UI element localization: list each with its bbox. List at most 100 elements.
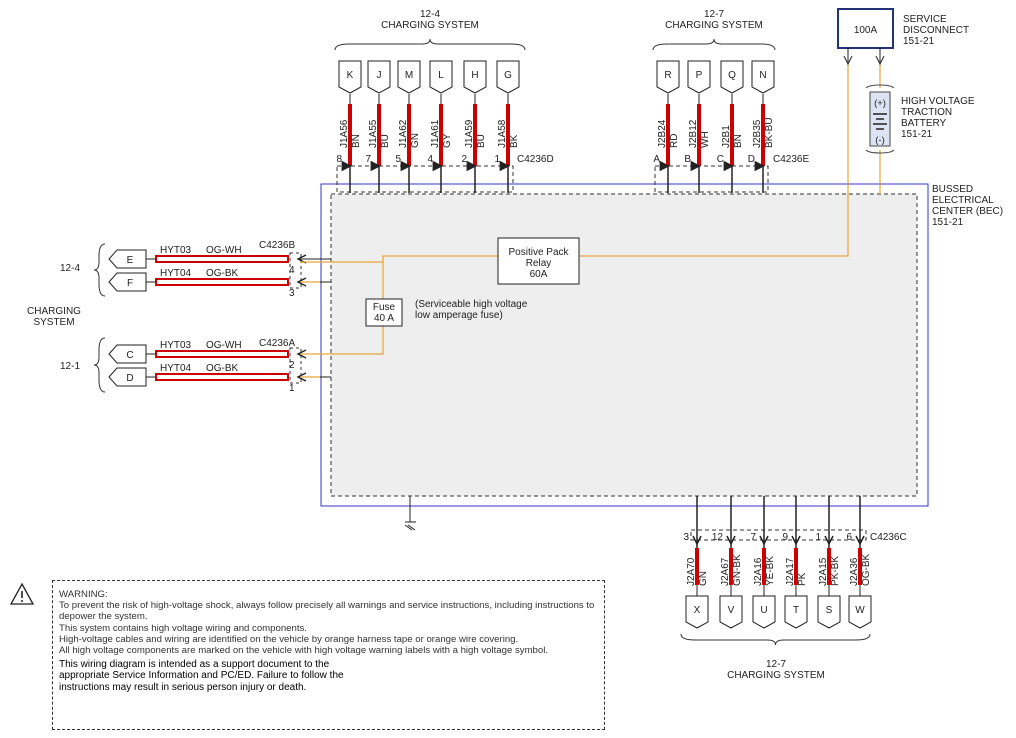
group-title: CHARGING SYSTEM xyxy=(665,20,763,31)
pin-number: 7 xyxy=(365,154,371,165)
group-brace xyxy=(680,633,871,646)
color-label: BN xyxy=(733,134,744,148)
color-label: GY xyxy=(442,133,453,148)
pin-number: 7 xyxy=(750,532,756,543)
pin-number: 12 xyxy=(712,532,724,543)
warning-line-1: To prevent the risk of high-voltage shoc… xyxy=(59,600,595,623)
color-label: PK xyxy=(797,572,808,586)
color-label: BU xyxy=(476,134,487,148)
terminal-H-letter: H xyxy=(471,70,478,81)
warning-note: This wiring diagram is intended as a sup… xyxy=(59,659,344,693)
warning-line-4: All high voltage components are marked o… xyxy=(59,645,549,657)
circuit-label: J1A58 xyxy=(497,119,508,148)
side-brace xyxy=(93,243,106,297)
pin-arrow xyxy=(726,535,736,546)
connector-id: C4236C xyxy=(870,532,907,543)
pin-number: 1 xyxy=(815,532,821,543)
circuit-label: J2B35 xyxy=(752,119,763,148)
wire-HYT04 xyxy=(155,278,289,286)
battery-minus: (-) xyxy=(875,135,885,146)
terminal-N-letter: N xyxy=(759,70,766,81)
pin-arrow xyxy=(791,535,801,546)
pin-number: 4 xyxy=(427,154,433,165)
color-label: RD xyxy=(669,134,680,148)
terminal-E-letter: E xyxy=(127,255,134,266)
pin-number: D xyxy=(748,154,755,165)
connector-housing xyxy=(289,252,302,289)
circuit-label: J1A56 xyxy=(339,119,350,148)
terminal-S xyxy=(817,595,841,629)
terminal-N xyxy=(751,60,775,94)
color-label: OG-WH xyxy=(206,340,242,351)
terminal-Q-letter: Q xyxy=(728,70,736,81)
circuit-label: J1A59 xyxy=(464,119,475,148)
terminal-L xyxy=(429,60,453,94)
terminal-X xyxy=(685,595,709,629)
color-label: GN xyxy=(410,133,421,148)
warning-line-2: This system contains high voltage wiring… xyxy=(59,622,307,634)
terminal-P-letter: P xyxy=(696,70,703,81)
terminal-L-letter: L xyxy=(438,70,444,81)
pin-number: C xyxy=(717,154,724,165)
terminal-T xyxy=(784,595,808,629)
terminal-F-letter: F xyxy=(127,278,133,289)
terminal-M-letter: M xyxy=(405,70,413,81)
left-title-line: SYSTEM xyxy=(33,317,74,328)
wire-HYT03 xyxy=(155,350,289,358)
color-label: PK-BK xyxy=(830,556,841,586)
pin-arrow xyxy=(692,535,702,546)
ground-symbol xyxy=(404,496,416,531)
color-label: GN-BK xyxy=(732,554,743,586)
circuit-label: HYT03 xyxy=(160,340,192,351)
connector-id: C4236B xyxy=(259,240,295,251)
warning-triangle-icon xyxy=(10,582,34,605)
connector-housing xyxy=(654,165,769,193)
terminal-Q xyxy=(720,60,744,94)
pin-number: 8 xyxy=(336,154,342,165)
connector-housing xyxy=(690,529,867,541)
terminal-S-letter: S xyxy=(826,605,833,616)
connector-id: C4236E xyxy=(773,154,809,165)
circuit-label: J1A61 xyxy=(430,119,441,148)
group-ref: 12-7 xyxy=(704,9,724,20)
hv-wiring xyxy=(300,62,881,378)
circuit-label: J1A55 xyxy=(368,119,379,148)
terminal-V-letter: V xyxy=(728,605,735,616)
service-disconnect-rating: 100A xyxy=(854,25,878,36)
circuit-label: J2A36 xyxy=(849,557,860,586)
color-label: BU xyxy=(380,134,391,148)
pin-number: B xyxy=(684,154,691,165)
pin-number: 1 xyxy=(494,154,500,165)
warning-box: WARNING: To prevent the risk of high-vol… xyxy=(52,580,605,730)
terminal-R xyxy=(656,60,680,94)
terminal-H xyxy=(463,60,487,94)
circuit-label: J2A67 xyxy=(720,557,731,586)
circuit-label: J2B24 xyxy=(657,119,668,148)
group-title: CHARGING SYSTEM xyxy=(381,20,479,31)
circuit-label: HYT04 xyxy=(160,363,192,374)
pin-arrow xyxy=(824,535,834,546)
pin-arrow xyxy=(855,535,865,546)
terminal-D-letter: D xyxy=(126,373,133,384)
group-ref: 12-4 xyxy=(420,9,440,20)
terminal-G xyxy=(496,60,520,94)
color-label: BN xyxy=(351,134,362,148)
terminal-W-letter: W xyxy=(855,605,865,616)
group-title: CHARGING SYSTEM xyxy=(727,670,825,681)
color-label: YE-BK xyxy=(765,556,776,586)
color-label: GN xyxy=(698,571,709,586)
color-label: OG-BK xyxy=(206,268,239,279)
group-brace xyxy=(652,38,776,51)
wire-HYT04 xyxy=(155,373,289,381)
connector-id: C4236D xyxy=(517,154,554,165)
lower-ref: 12-1 xyxy=(60,361,80,372)
pin-number: 9 xyxy=(782,532,788,543)
circuit-label: J2A16 xyxy=(753,557,764,586)
battery-plus: (+) xyxy=(874,98,886,109)
